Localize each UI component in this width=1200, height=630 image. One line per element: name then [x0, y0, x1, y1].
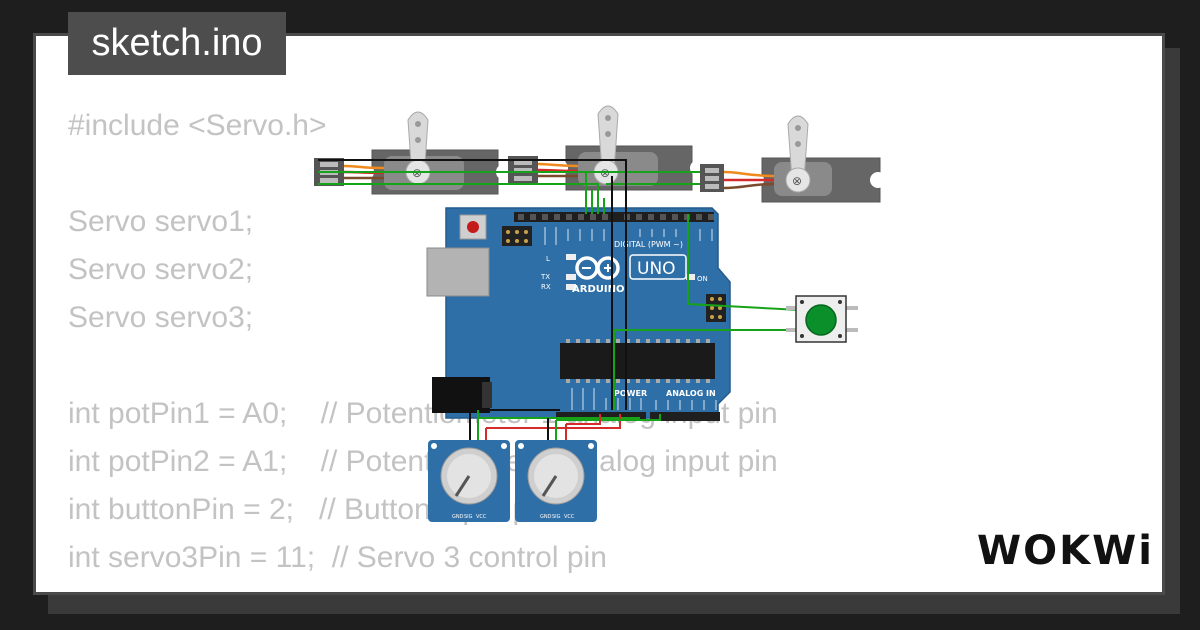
svg-text:ARDUINO: ARDUINO [572, 284, 624, 295]
potentiometer-1[interactable]: GND SIG VCC [428, 440, 510, 522]
svg-text:GND: GND [452, 514, 464, 520]
analog-header [650, 412, 720, 421]
code-line: int servo3Pin = 11; // Servo 3 control p… [68, 541, 607, 574]
servo-leads [343, 162, 775, 190]
svg-text:POWER: POWER [614, 389, 647, 398]
svg-text:SIG: SIG [464, 514, 473, 520]
arduino-logo: ARDUINO [572, 256, 624, 295]
reset-button[interactable] [459, 214, 487, 240]
svg-text:VCC: VCC [476, 514, 487, 520]
code-line: Servo servo1; [68, 205, 254, 238]
arduino-uno-board[interactable]: DIGITAL (PWM ~) L TX RX ARDUINO UNO [426, 207, 731, 421]
code-line: #include <Servo.h> [68, 109, 327, 142]
icsp-header-right [706, 294, 726, 322]
board-model-label: UNO [637, 259, 676, 279]
svg-text:⊗: ⊗ [792, 174, 802, 188]
potentiometer-2[interactable]: GND SIG VCC [515, 440, 597, 522]
svg-text:SIG: SIG [552, 514, 561, 520]
svg-text:VCC: VCC [564, 514, 575, 520]
code-snippet: #include <Servo.h> Servo servo1; Servo ser… [68, 102, 778, 582]
svg-text:ANALOG IN: ANALOG IN [666, 389, 716, 398]
microcontroller-chip [560, 339, 715, 383]
code-line: Servo servo2; [68, 253, 254, 286]
svg-text:ON: ON [697, 275, 708, 283]
usb-port [426, 247, 490, 297]
power-jack [432, 377, 490, 413]
digital-header-label: DIGITAL (PWM ~) [614, 240, 683, 249]
svg-text:TX: TX [540, 273, 550, 281]
svg-text:RX: RX [541, 283, 551, 291]
servo-2[interactable]: ⊗ [552, 105, 706, 191]
svg-text:L: L [546, 255, 550, 263]
status-leds: L TX RX [540, 254, 576, 291]
digital-header [514, 212, 714, 222]
servo-1[interactable]: ⊗ [358, 111, 512, 195]
svg-text:GND: GND [540, 514, 552, 520]
sketch-filename-tab[interactable]: sketch.ino [68, 12, 286, 75]
svg-text:WOKWi: WOKWi [977, 528, 1154, 574]
pushbutton[interactable] [786, 295, 858, 343]
icsp-header-top [502, 226, 532, 246]
servo-3[interactable]: ⊗ [748, 115, 886, 203]
code-line: Servo servo3; [68, 301, 254, 334]
wokwi-logo[interactable]: WOKWi [975, 522, 1155, 578]
